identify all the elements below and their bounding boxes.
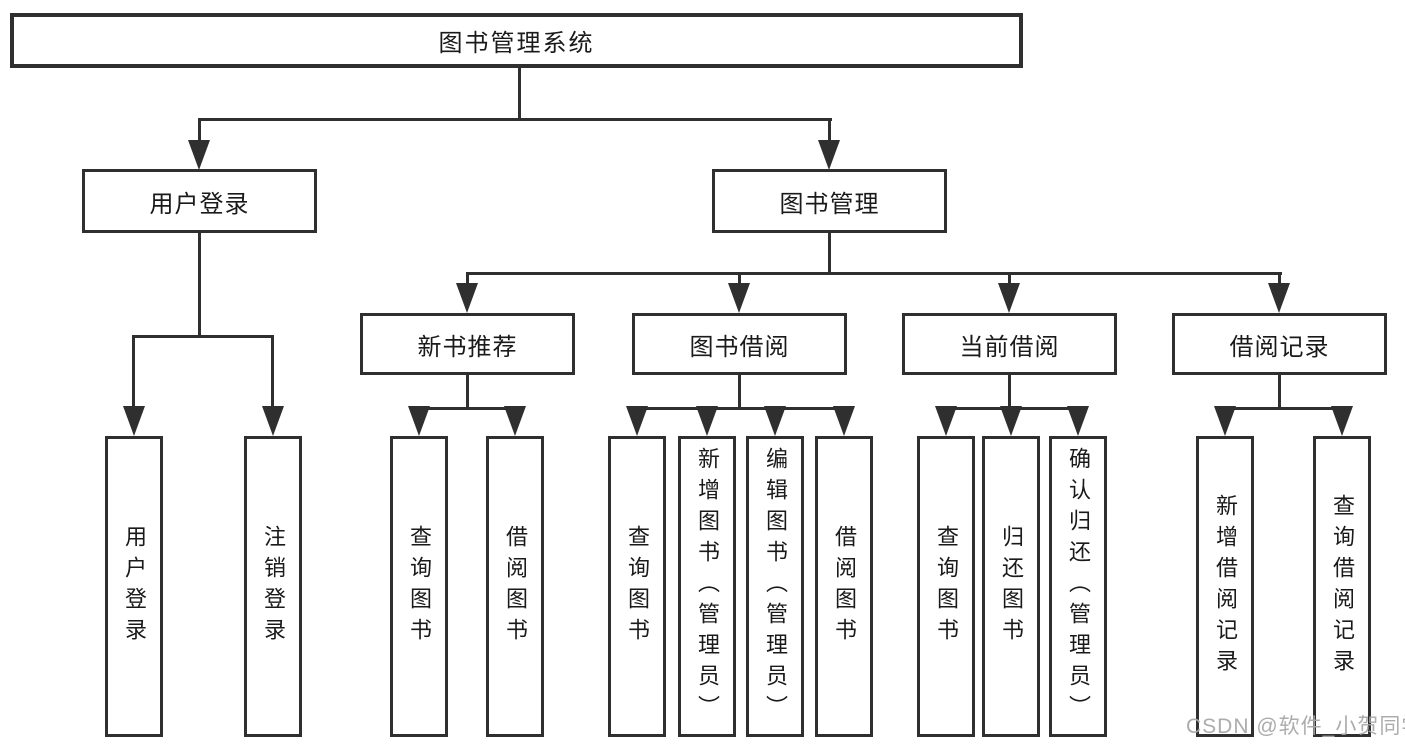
leaf-add-borrow-record: 新增借阅记录 <box>1196 436 1254 737</box>
connector-line <box>1278 272 1281 286</box>
arrow-down-icon <box>456 283 478 313</box>
leaf-user-login: 用户登录 <box>105 436 163 737</box>
node-user-login: 用户登录 <box>82 169 317 233</box>
connector-line <box>132 335 274 338</box>
leaf-borrow-books-2-label: 借阅图书 <box>832 524 857 649</box>
arrow-down-icon <box>1268 283 1290 313</box>
leaf-add-books-admin: 新增图书（管理员） <box>678 436 736 737</box>
connector-line <box>518 66 521 118</box>
connector-line <box>417 407 517 410</box>
leaf-return-books-label: 归还图书 <box>999 524 1024 649</box>
arrow-down-icon <box>998 283 1020 313</box>
arrow-down-icon <box>728 283 750 313</box>
leaf-edit-books-admin-label: 编辑图书（管理员） <box>763 447 788 726</box>
leaf-borrow-books-2: 借阅图书 <box>815 436 873 737</box>
node-current-borrowing: 当前借阅 <box>902 313 1117 375</box>
connector-line <box>1278 373 1281 407</box>
arrow-down-icon <box>764 406 786 436</box>
node-new-book-recommend: 新书推荐 <box>360 313 575 375</box>
node-root-library-system: 图书管理系统 <box>10 13 1023 68</box>
arrow-down-icon <box>408 406 430 436</box>
arrow-down-icon <box>188 140 210 170</box>
leaf-borrow-books-1: 借阅图书 <box>486 436 544 737</box>
arrow-down-icon <box>935 406 957 436</box>
leaf-query-books-2: 查询图书 <box>608 436 666 737</box>
leaf-add-books-admin-label: 新增图书（管理员） <box>695 447 720 726</box>
connector-line <box>738 272 741 286</box>
arrow-down-icon <box>1331 406 1353 436</box>
connector-line <box>132 335 135 410</box>
csdn-watermark: CSDN @软件_小贺同学 <box>1186 715 1405 738</box>
leaf-borrow-books-1-label: 借阅图书 <box>503 524 528 649</box>
leaf-confirm-return-admin: 确认归还（管理员） <box>1049 436 1107 737</box>
connector-line <box>1008 373 1011 407</box>
leaf-edit-books-admin: 编辑图书（管理员） <box>746 436 804 737</box>
leaf-user-login-label: 用户登录 <box>122 524 147 649</box>
leaf-logout: 注销登录 <box>244 436 302 737</box>
leaf-add-borrow-record-label: 新增借阅记录 <box>1213 493 1238 680</box>
leaf-query-books-3-label: 查询图书 <box>934 524 959 649</box>
leaf-query-books-3: 查询图书 <box>917 436 975 737</box>
connector-line <box>635 407 846 410</box>
arrow-down-icon <box>1000 406 1022 436</box>
connector-line <box>1223 407 1344 410</box>
node-book-borrowing: 图书借阅 <box>632 313 847 375</box>
node-book-management: 图书管理 <box>712 169 947 233</box>
connector-line <box>828 231 831 272</box>
arrow-down-icon <box>1214 406 1236 436</box>
arrow-down-icon <box>626 406 648 436</box>
connector-line <box>466 272 469 286</box>
connector-line <box>198 118 832 121</box>
arrow-down-icon <box>818 140 840 170</box>
connector-line <box>271 335 274 410</box>
arrow-down-icon <box>1067 406 1089 436</box>
connector-line <box>198 231 201 335</box>
connector-line <box>466 373 469 407</box>
leaf-return-books: 归还图书 <box>982 436 1040 737</box>
leaf-query-borrow-record: 查询借阅记录 <box>1313 436 1371 737</box>
arrow-down-icon <box>504 406 526 436</box>
leaf-confirm-return-admin-label: 确认归还（管理员） <box>1066 447 1091 726</box>
arrow-down-icon <box>123 406 145 436</box>
connector-line <box>828 118 831 144</box>
arrow-down-icon <box>262 406 284 436</box>
leaf-query-borrow-record-label: 查询借阅记录 <box>1330 493 1355 680</box>
connector-line <box>466 272 1282 275</box>
connector-line <box>738 373 741 407</box>
connector-line <box>1008 272 1011 286</box>
node-borrowing-records: 借阅记录 <box>1172 313 1387 375</box>
leaf-query-books-1: 查询图书 <box>390 436 448 737</box>
connector-line <box>198 118 201 144</box>
leaf-query-books-2-label: 查询图书 <box>625 524 650 649</box>
arrow-down-icon <box>833 406 855 436</box>
leaf-logout-label: 注销登录 <box>261 524 286 649</box>
arrow-down-icon <box>696 406 718 436</box>
leaf-query-books-1-label: 查询图书 <box>407 524 432 649</box>
